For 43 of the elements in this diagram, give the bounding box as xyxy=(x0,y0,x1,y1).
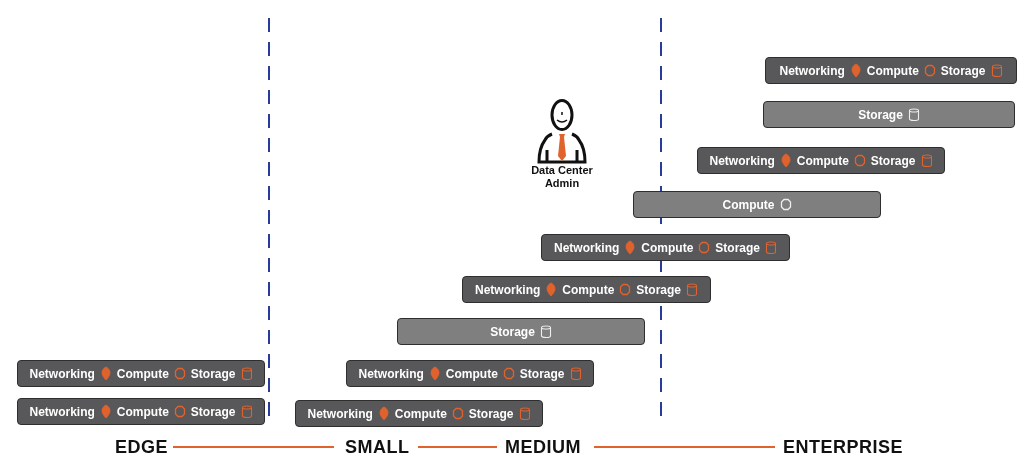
bar-label: Storage xyxy=(858,107,903,122)
person-caption: Data Center Admin xyxy=(530,164,594,190)
bar-label: Storage xyxy=(190,366,236,381)
bar-label: Networking xyxy=(554,240,620,255)
stack-bar xyxy=(697,147,945,174)
bar-label: Storage xyxy=(636,282,681,297)
scale-label: SMALL xyxy=(345,437,410,458)
bar-label: Compute xyxy=(722,197,775,212)
stack-bar xyxy=(462,276,711,303)
stack-bar xyxy=(765,57,1017,84)
bar-label: Storage xyxy=(468,406,514,421)
scale-label: EDGE xyxy=(115,437,168,458)
bar-label: Networking xyxy=(29,366,95,381)
bar-label: Storage xyxy=(940,63,986,78)
bar-label: Compute xyxy=(866,63,919,78)
bar-label: Compute xyxy=(796,153,849,168)
scale-label: MEDIUM xyxy=(505,437,581,458)
bar-label: Storage xyxy=(519,366,565,381)
bar-label: Compute xyxy=(641,240,694,255)
bar-label: Compute xyxy=(116,366,169,381)
bar-label: Compute xyxy=(562,282,615,297)
bar-label: Storage xyxy=(190,404,236,419)
stack-bar xyxy=(17,360,265,387)
bar-label: Networking xyxy=(779,63,845,78)
resource-bar xyxy=(397,318,645,345)
bar-label: Networking xyxy=(307,406,373,421)
bar-label: Storage xyxy=(870,153,916,168)
resource-bar xyxy=(763,101,1015,128)
scale-label: ENTERPRISE xyxy=(783,437,904,458)
bar-label: Networking xyxy=(475,282,541,297)
stack-bar xyxy=(346,360,594,387)
stack-bar xyxy=(17,398,265,425)
bar-label: Storage xyxy=(490,324,535,339)
bar-label: Compute xyxy=(116,404,169,419)
stack-bar xyxy=(541,234,790,261)
bar-label: Storage xyxy=(715,240,760,255)
bar-label: Networking xyxy=(358,366,424,381)
bar-label: Networking xyxy=(709,153,775,168)
resource-bar xyxy=(633,191,881,218)
bar-label: Compute xyxy=(445,366,498,381)
stack-bar xyxy=(295,400,543,427)
bar-label: Compute xyxy=(394,406,447,421)
bar-label: Networking xyxy=(29,404,95,419)
